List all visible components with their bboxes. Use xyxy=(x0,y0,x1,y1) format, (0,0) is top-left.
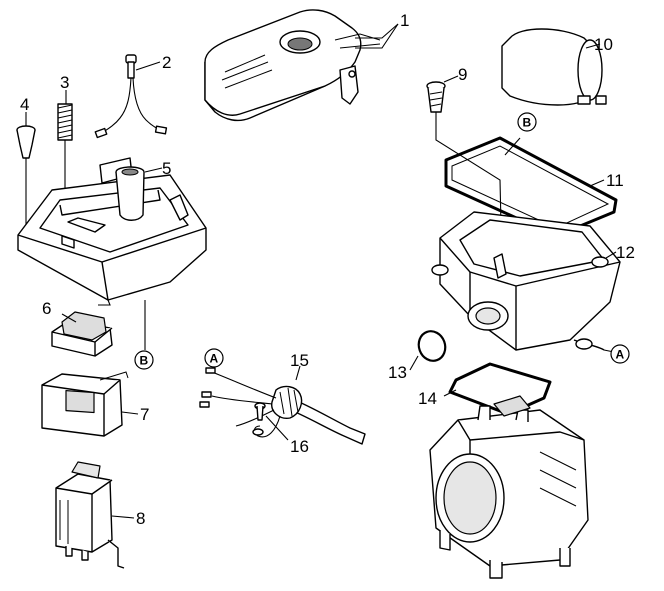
part-5-switch-housing xyxy=(17,157,207,350)
svg-text:A: A xyxy=(616,348,625,362)
callout-8: 8 xyxy=(136,509,145,528)
ref-marker-b-housing: B xyxy=(134,350,154,370)
part-7-sleeve xyxy=(41,371,129,437)
part-12-housing xyxy=(431,211,621,353)
part-15-cable xyxy=(199,367,366,445)
ref-marker-b-gasket: B xyxy=(517,112,537,132)
ref-marker-a-cable: A xyxy=(204,348,224,368)
motor-body xyxy=(429,395,589,579)
callout-12: 12 xyxy=(616,243,635,262)
callout-9: 9 xyxy=(458,65,467,84)
callout-16: 16 xyxy=(290,437,309,456)
svg-text:B: B xyxy=(140,354,149,368)
svg-text:A: A xyxy=(210,352,219,366)
part-14-seal xyxy=(448,362,552,416)
callout-4: 4 xyxy=(20,95,29,114)
part-9-screw xyxy=(426,81,503,271)
callout-10: 10 xyxy=(594,35,613,54)
callout-5: 5 xyxy=(162,159,171,178)
part-2-wire-lead xyxy=(94,54,168,139)
part-4-plug xyxy=(16,125,36,230)
callout-1: 1 xyxy=(400,11,409,30)
part-1-cover xyxy=(204,9,381,122)
svg-text:B: B xyxy=(523,116,532,130)
part-11-gasket xyxy=(444,136,618,238)
part-13-o-ring xyxy=(417,330,447,362)
callout-labels: 1 2 3 4 5 6 7 8 9 10 11 12 13 14 15 16 xyxy=(20,11,635,528)
callout-3: 3 xyxy=(60,73,69,92)
part-10-capacitor xyxy=(501,28,607,106)
callout-13: 13 xyxy=(388,363,407,382)
callout-15: 15 xyxy=(290,351,309,370)
ref-marker-a-housing: A xyxy=(610,344,630,364)
ref-markers: B B A A xyxy=(134,112,630,370)
part-8-relay xyxy=(55,461,125,569)
callout-2: 2 xyxy=(162,53,171,72)
callout-7: 7 xyxy=(140,405,149,424)
part-16-grommet-screw xyxy=(254,402,266,421)
callout-6: 6 xyxy=(42,299,51,318)
callout-14: 14 xyxy=(418,389,437,408)
leader-lines xyxy=(25,23,617,519)
part-6-switch xyxy=(51,311,113,357)
callout-11: 11 xyxy=(606,171,624,190)
